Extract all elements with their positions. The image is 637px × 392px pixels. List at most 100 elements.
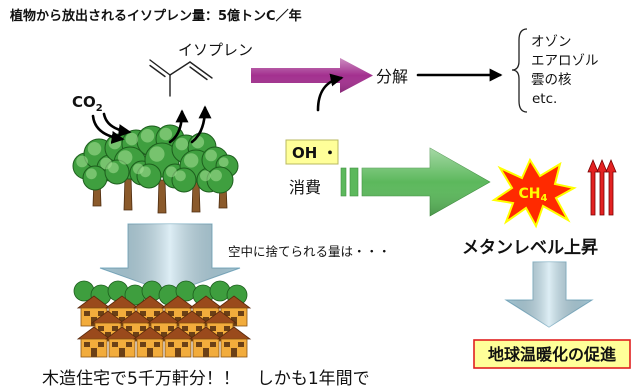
house-door [203,348,209,357]
leaf-highlight [184,153,199,168]
house-window [98,342,104,347]
co2-label: CO2 [72,93,103,114]
house-window [126,342,132,347]
up-arrow-icon [587,158,599,216]
result-label: 地球温暖化の促進 [488,345,616,364]
house-window [168,342,174,347]
house-icon [188,326,224,358]
bond-line [189,61,213,79]
leaf-highlight [149,146,165,162]
house-icon [160,326,196,358]
house-window [224,342,230,347]
house-window [224,311,230,316]
leaf-highlight [210,169,222,182]
arrow-shine [362,148,490,216]
result-box-background [473,339,631,369]
leaf-highlight [166,166,177,178]
house-window [84,342,90,347]
leaf-highlight [140,166,151,178]
house-window [210,326,216,331]
leaf-highlight [118,150,133,165]
house-door [133,332,139,341]
leaf-highlight [175,170,186,182]
leaf-highlight [86,168,97,180]
house-icon [216,326,252,358]
methane-burst: CH4 [491,157,577,229]
house-window [140,311,146,316]
background-tree [209,280,231,302]
arrow-shine [251,58,373,93]
co2-uptake-arrow [102,112,132,138]
decomposition-label: 分解 [376,67,408,86]
house-door [119,348,125,357]
leaf-highlight [76,155,88,168]
oh-radical-box: OH ・ [285,139,339,165]
emission-label: 空中に捨てられる量は・・・ [228,244,391,259]
house-door [161,332,167,341]
explosion-icon [491,157,577,229]
house-window [182,326,188,331]
house-window [196,326,202,331]
bond-line [169,61,191,76]
house-door [217,332,223,341]
house-door [189,332,195,341]
warming-down-arrow [504,261,594,328]
leaf-highlight [125,132,139,146]
house-window [238,311,244,316]
up-arrow-icon [605,158,617,216]
house-window [182,342,188,347]
consumption-label: 消費 [289,178,321,197]
up-arrow-icon [596,158,608,216]
decomposition-arrow [251,58,373,93]
oh-radical-label: OH ・ [292,144,338,162]
products-list: オゾン エアロゾル 雲の核 etc. [531,34,599,107]
leaf-highlight [108,162,119,174]
house-window [126,311,132,316]
oh-reaction-arrow [316,73,344,112]
house-window [154,311,160,316]
house-door [231,348,237,357]
bond-line [149,64,166,78]
house-window [112,326,118,331]
house-window [112,342,118,347]
house-cluster [73,280,252,358]
house-window [196,342,202,347]
house-icon [132,326,168,358]
house-door [175,348,181,357]
house-window [154,342,160,347]
product-item: 雲の核 [531,72,572,88]
co2-uptake-arrow [91,114,125,144]
house-window [98,326,104,331]
leaf-highlight [200,170,211,182]
leaf-highlight [175,137,189,151]
tree-trunk [157,179,167,214]
house-window [168,311,174,316]
house-window [98,311,104,316]
product-item: オゾン [531,34,572,50]
co2-subscript: 2 [96,103,103,114]
house-window [140,326,146,331]
house-window [126,326,132,331]
leaf-highlight [159,127,173,141]
house-window [182,311,188,316]
emission-down-arrow [99,223,241,294]
house-window [196,311,202,316]
house-icon [76,326,112,358]
co2-formula: CO [72,93,96,111]
page-title: 植物から放出されるイソプレン量：5億トンC／年 [9,8,302,24]
house-window [168,326,174,331]
arrow-shine [100,224,240,293]
result-box: 地球温暖化の促進 [473,339,631,369]
arrow-shine [506,262,592,327]
product-item: エアロゾル [531,53,599,69]
products-brace [511,28,528,113]
house-window [224,326,230,331]
isoprene-structure [149,59,213,97]
house-window [112,311,118,316]
bond-line [189,66,208,81]
house-window [210,311,216,316]
house-window [210,342,216,347]
house-window [154,326,160,331]
ch4-label: CH4 [519,186,548,204]
